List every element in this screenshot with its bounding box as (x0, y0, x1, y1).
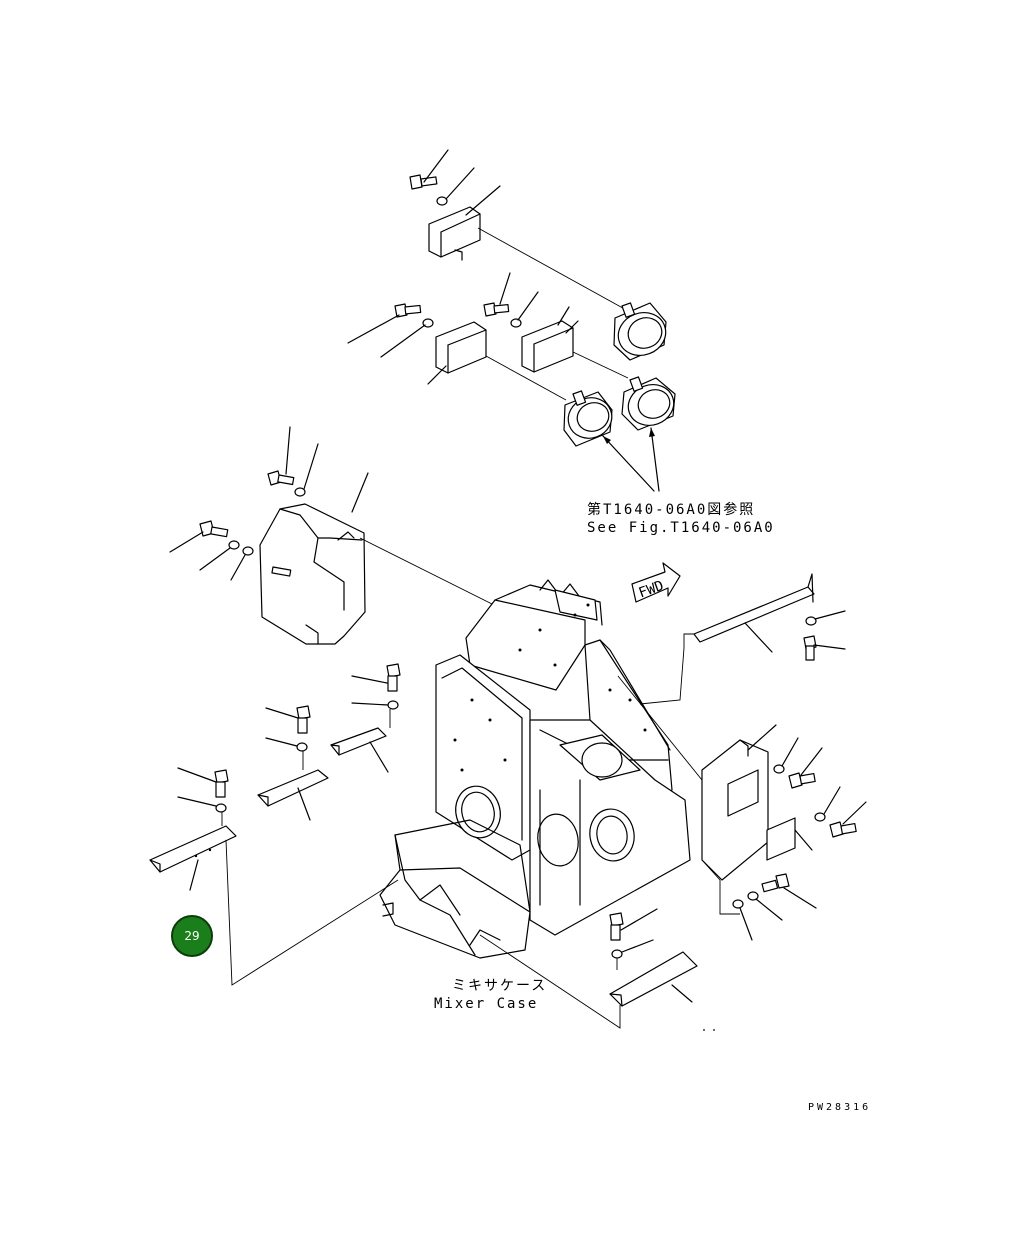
main-assembly-japanese: ミキサケース (452, 978, 548, 994)
cover-plate (428, 185, 501, 261)
reference-arrows (602, 427, 660, 492)
bottom-right-cover (479, 908, 715, 1031)
fwd-arrow: FWD (631, 562, 681, 603)
mixer-case (379, 579, 691, 959)
lower-cover-b (257, 705, 329, 821)
right-bar-group (639, 573, 846, 705)
main-assembly-english: Mixer Case (434, 996, 539, 1012)
reference-note-english: See Fig.T1640-06A0 (587, 520, 775, 536)
lamp-middle-left (563, 390, 613, 447)
top-cover-group (409, 149, 631, 313)
drawing-code: PW28316 (808, 1102, 872, 1113)
lamp-top (613, 302, 667, 361)
lower-cover-a (330, 663, 401, 773)
middle-cover-group (347, 272, 629, 401)
page-badge[interactable]: 29 (171, 915, 213, 957)
right-panel-group (617, 675, 867, 941)
washer (436, 167, 475, 206)
reference-note-japanese: 第T1640-06A0図参照 (587, 502, 756, 518)
bolt (409, 149, 449, 190)
left-cover-group (169, 426, 505, 645)
leader-line (477, 227, 631, 313)
lower-cover-c (149, 767, 399, 986)
lamp-middle-right (621, 376, 676, 431)
